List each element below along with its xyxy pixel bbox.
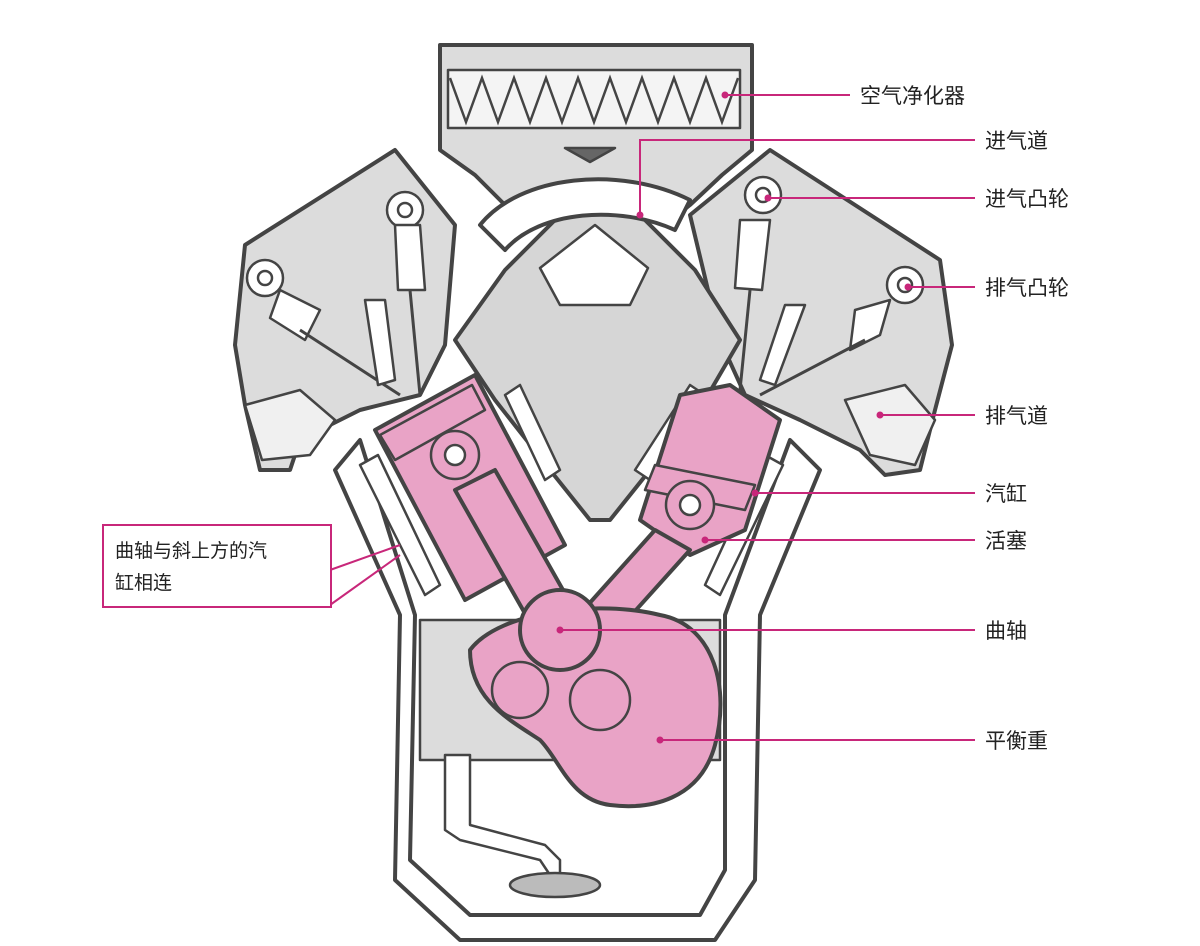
crankshaft-assembly: [468, 588, 723, 809]
labels: 空气净化器 进气道 进气凸轮 排气凸轮 排气道 汽缸 活塞 曲轴 平衡重: [860, 84, 1069, 753]
leader-lines: [329, 91, 975, 744]
label-exhaust-port: 排气道: [985, 404, 1048, 428]
label-crankshaft: 曲轴: [985, 619, 1027, 643]
label-exhaust-cam: 排气凸轮: [985, 276, 1069, 300]
label-intake-port: 进气道: [985, 129, 1048, 153]
label-counterweight: 平衡重: [985, 729, 1048, 753]
label-intake-cam: 进气凸轮: [985, 187, 1069, 211]
air-filter-housing: [438, 43, 754, 227]
callout-box: 曲轴与斜上方的汽 缸相连: [102, 524, 332, 608]
valvetrain: [245, 175, 925, 397]
left-spark-plug: [363, 298, 397, 387]
right-spark-plug: [758, 303, 807, 387]
label-piston: 活塞: [985, 529, 1027, 553]
exhaust-port-right: [843, 383, 937, 467]
label-air-filter: 空气净化器: [860, 84, 965, 108]
label-cylinder: 汽缸: [985, 482, 1027, 506]
callout-line-2: 缸相连: [115, 572, 172, 594]
callout-line-1: 曲轴与斜上方的汽: [115, 540, 267, 562]
air-filter-element: [448, 74, 740, 126]
